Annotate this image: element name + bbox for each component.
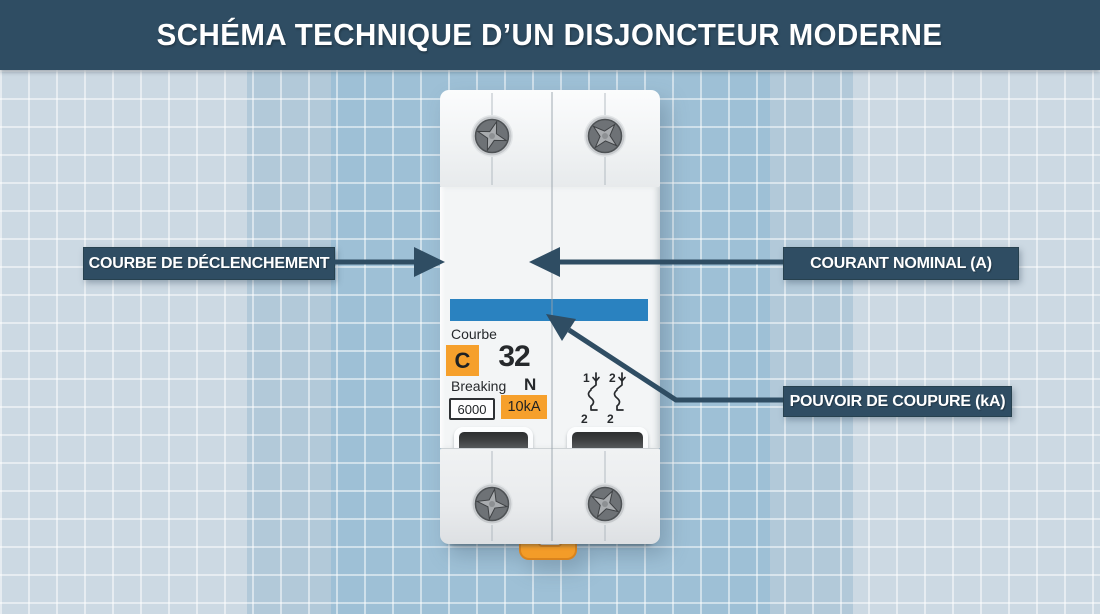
nominal-current-value: 32 xyxy=(498,340,530,373)
terminal-number: 1 xyxy=(583,371,590,385)
circuit-breaker-illustration: Courbe C 32 Breaking N 6000 10kA 1 2 2 xyxy=(440,90,660,560)
brand-color-bar xyxy=(450,299,648,321)
screw-icon xyxy=(471,483,513,525)
terminal-number: 2 xyxy=(609,371,616,385)
terminal-number: 2 xyxy=(581,412,588,426)
breaker-top-section xyxy=(440,90,660,188)
breaking-caption: Breaking xyxy=(451,378,507,394)
two-pole-circuit-symbol-icon: 1 2 2 2 xyxy=(581,371,626,426)
callout-nominal-current: COURANT NOMINAL (A) xyxy=(783,247,1019,280)
screw-icon xyxy=(584,115,626,157)
terminal-number: 2 xyxy=(607,412,614,426)
callout-breaking-capacity: POUVOIR DE COUPURE (kA) xyxy=(783,386,1012,417)
page-title: SCHÉMA TECHNIQUE D’UN DISJONCTEUR MODERN… xyxy=(157,17,943,52)
screw-icon xyxy=(471,115,513,157)
header-bar: SCHÉMA TECHNIQUE D’UN DISJONCTEUR MODERN… xyxy=(0,0,1100,70)
breaker-front-panel: Courbe C 32 Breaking N 6000 10kA 1 2 2 xyxy=(440,187,660,543)
trip-curve-badge: C xyxy=(446,345,479,376)
standard-rating-box: 6000 xyxy=(449,398,495,420)
screw-icon xyxy=(584,483,626,525)
callout-trip-curve: COURBE DE DÉCLENCHEMENT xyxy=(83,247,335,280)
breaker-bottom-section xyxy=(440,448,660,544)
center-module-seam xyxy=(551,92,553,541)
breaking-capacity-badge: 10kA xyxy=(501,395,547,419)
neutral-marker: N xyxy=(524,375,537,394)
curve-caption: Courbe xyxy=(451,326,497,342)
